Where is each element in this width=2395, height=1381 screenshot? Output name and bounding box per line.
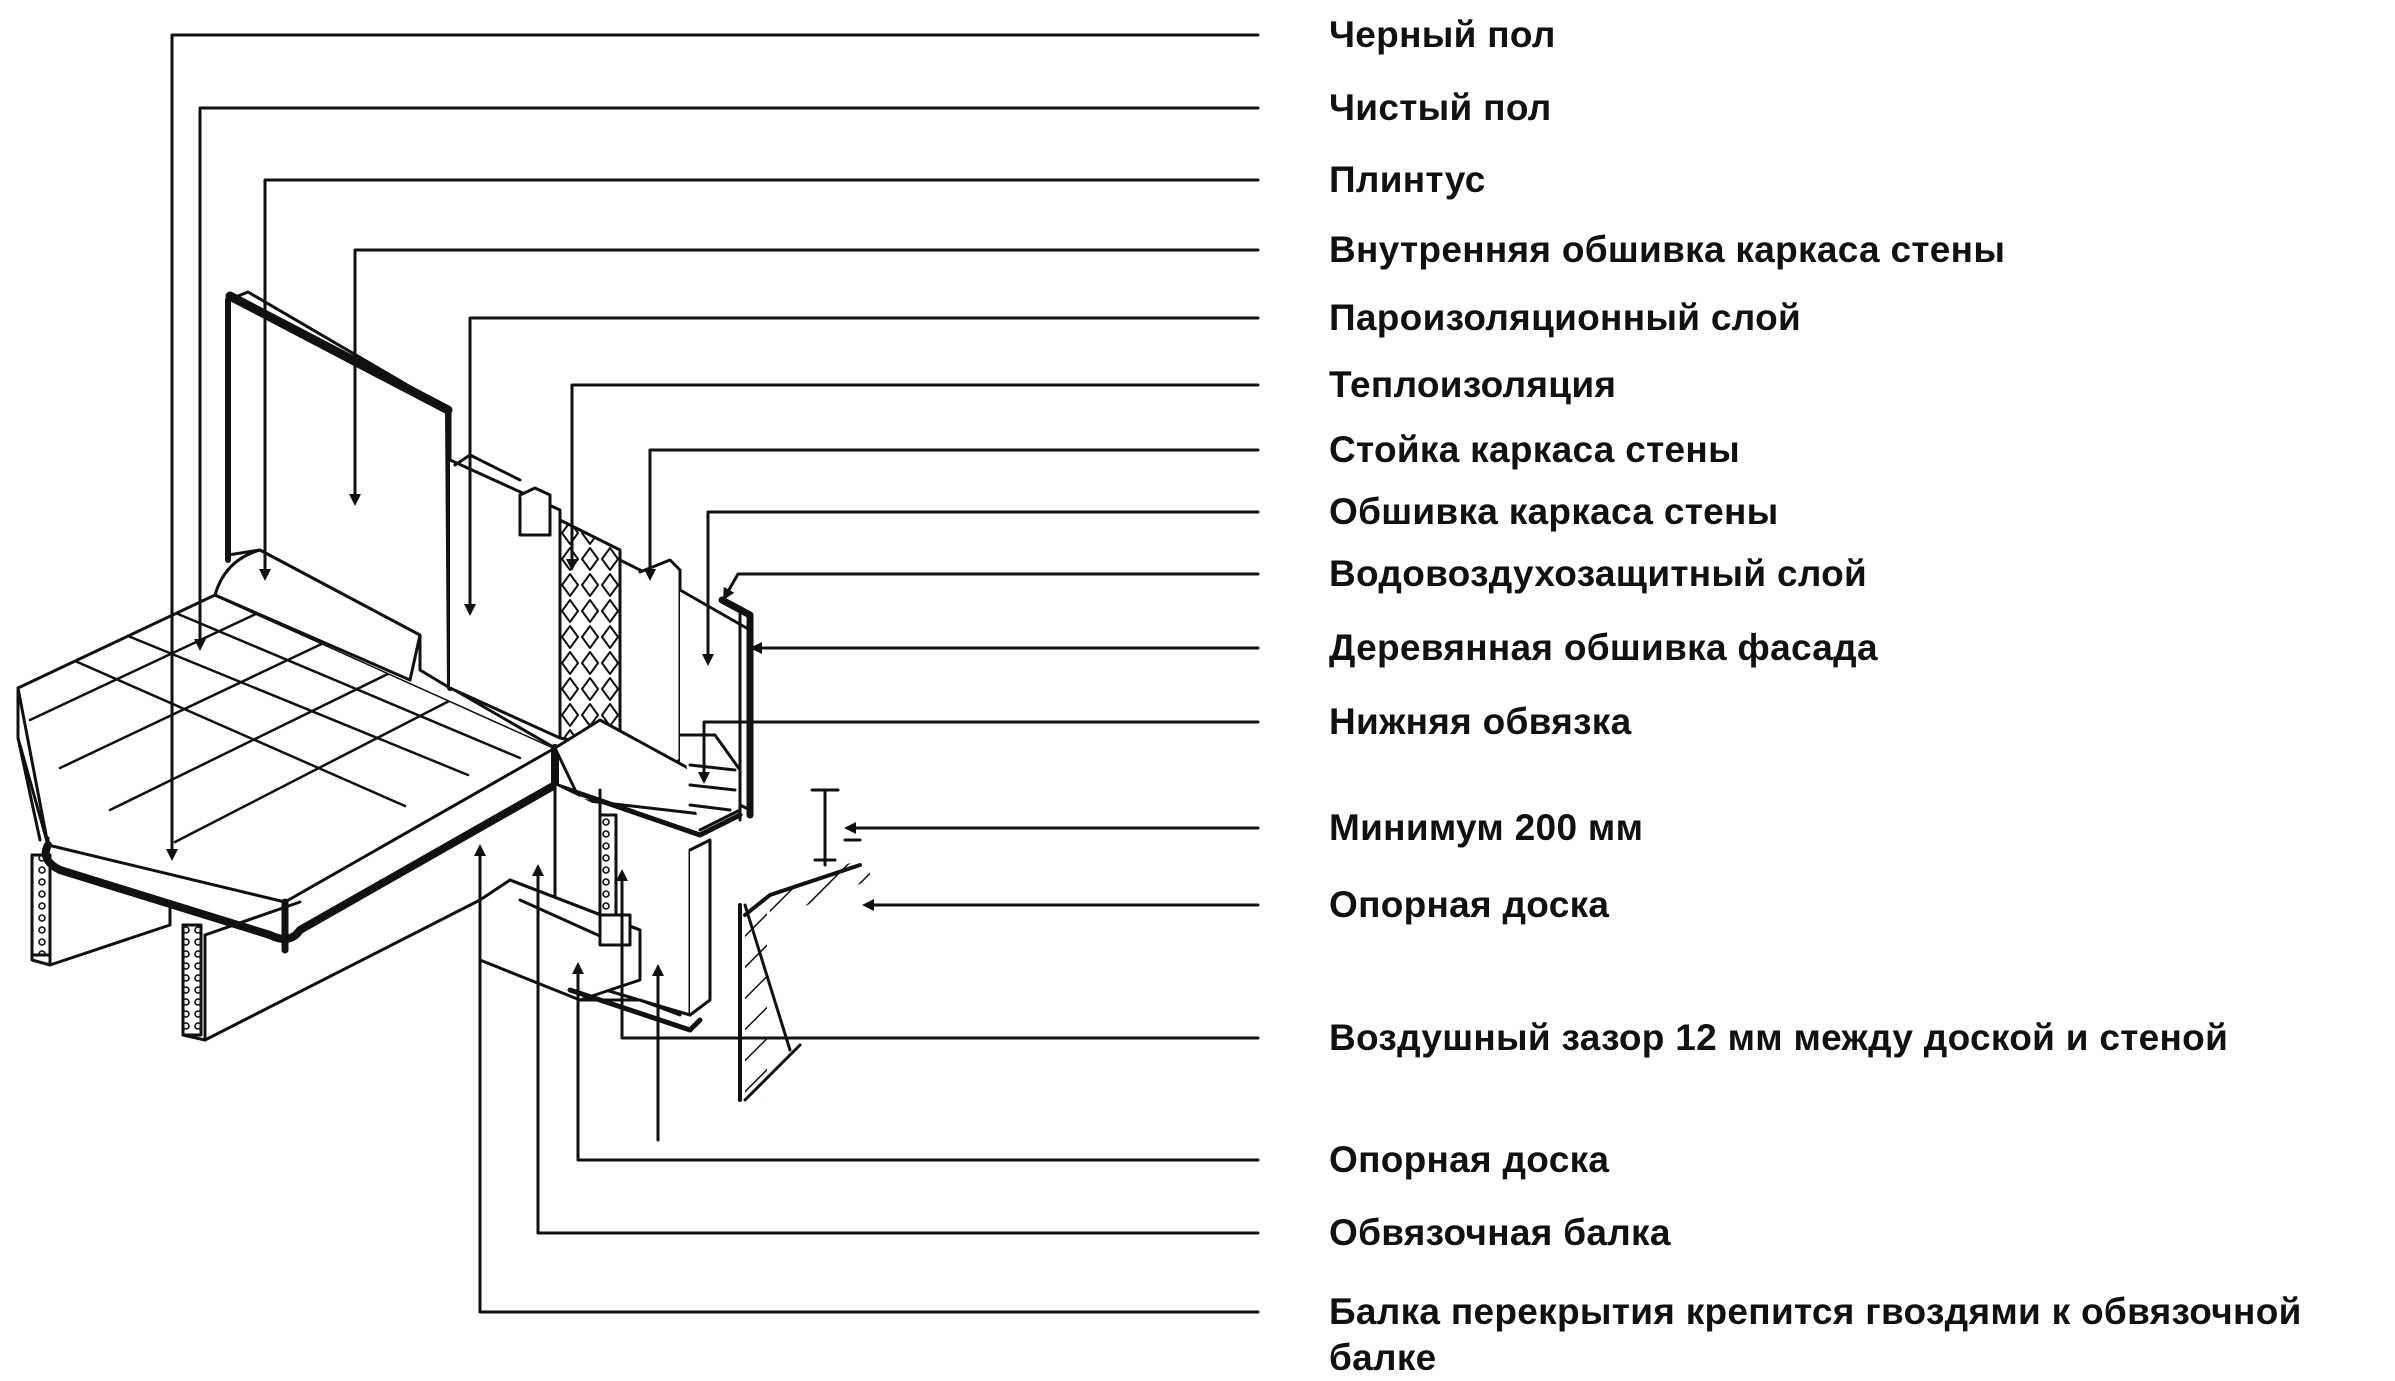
label-floor-joist-nailed: Балка перекрытия крепится гвоздями к обв… xyxy=(1329,1291,2302,1378)
label-insulation: Теплоизоляция xyxy=(1329,364,1617,405)
floor-joists xyxy=(30,853,482,1042)
label-air-gap: Воздушный зазор 12 мм между доской и сте… xyxy=(1329,1017,2229,1058)
label-wall-sheathing: Обшивка каркаса стены xyxy=(1329,491,1779,532)
label-minimum-clearance: Минимум 200 мм xyxy=(1329,807,1644,848)
bottom-plate xyxy=(552,718,743,838)
leader-lines xyxy=(166,33,1260,1314)
label-wood-siding: Деревянная обшивка фасада xyxy=(1329,627,1878,668)
label-support-board-lower: Опорная доска xyxy=(1329,1139,1610,1180)
label-interior-sheathing: Внутренняя обшивка каркаса стены xyxy=(1329,229,2006,270)
label-baseboard: Плинтус xyxy=(1329,159,1486,200)
label-finish-floor: Чистый пол xyxy=(1329,87,1552,128)
label-subfloor: Черный пол xyxy=(1329,14,1556,55)
label-weather-barrier: Водовоздухозащитный слой xyxy=(1329,553,1868,594)
label-wall-stud: Стойка каркаса стены xyxy=(1329,429,1740,470)
foundation-and-ground xyxy=(738,788,870,1102)
label-rim-beam: Обвязочная балка xyxy=(1329,1212,1671,1253)
label-support-board-upper: Опорная доска xyxy=(1329,884,1610,925)
rim-joist xyxy=(478,783,712,1033)
label-vapor-barrier: Пароизоляционный слой xyxy=(1329,297,1802,338)
label-bottom-plate: Нижняя обвязка xyxy=(1329,701,1632,742)
